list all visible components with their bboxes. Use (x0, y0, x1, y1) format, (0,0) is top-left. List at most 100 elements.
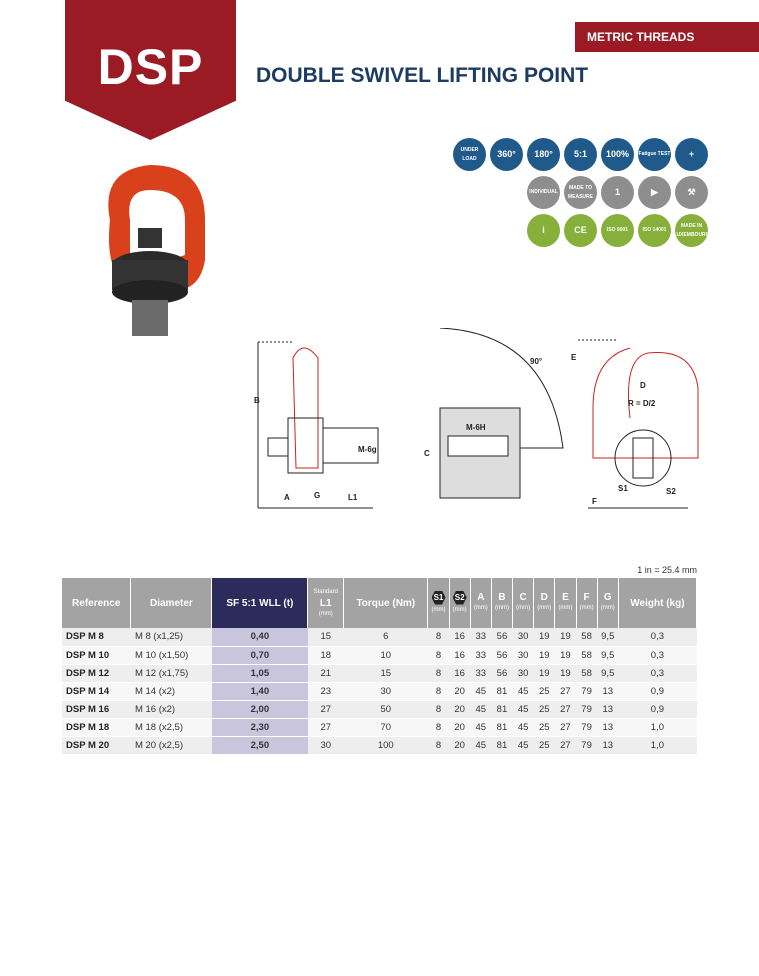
table-cell: 13 (597, 736, 619, 755)
header-label: E (562, 592, 569, 603)
table-cell: M 20 (x2,5) (130, 736, 212, 755)
table-cell: 79 (576, 700, 598, 719)
table-cell: 8 (427, 700, 450, 719)
dim-g-label: G (314, 491, 320, 500)
table-cell: DSP M 8 (62, 628, 131, 647)
table-cell: 9,5 (597, 664, 619, 683)
table-cell: 2,30 (211, 718, 308, 737)
table-cell: DSP M 14 (62, 681, 131, 701)
table-cell: M 10 (x1,50) (130, 646, 212, 665)
dim-c-label: C (424, 449, 430, 458)
table-cell: 19 (554, 664, 577, 683)
pivot-180-icon: 180° (527, 138, 560, 171)
table-cell: 1,0 (618, 736, 697, 755)
table-cell: 19 (554, 628, 577, 647)
header-label: Torque (Nm) (356, 597, 416, 609)
made-to-measure-icon: MADE TO MEASURE (564, 176, 597, 209)
product-code-pennant: DSP (65, 0, 236, 140)
column-header: Torque (Nm) (343, 578, 429, 628)
manual-icon: i (527, 214, 560, 247)
column-header: G(mm) (597, 578, 619, 628)
table-cell: 20 (449, 700, 471, 719)
table-cell: 30 (307, 736, 344, 755)
header-unit: (mm) (558, 605, 573, 611)
table-cell: 18 (307, 646, 344, 665)
table-cell: 33 (470, 664, 492, 683)
table-cell: 0,40 (211, 628, 308, 647)
table-cell: 81 (491, 736, 513, 755)
header-label: B (498, 592, 506, 603)
header-label: Diameter (150, 597, 193, 609)
table-cell: 81 (491, 718, 513, 737)
table-cell: 19 (533, 646, 555, 665)
table-cell: 8 (427, 718, 450, 737)
column-header: Reference (62, 578, 132, 628)
table-cell: 8 (427, 664, 450, 683)
table-cell: 33 (470, 628, 492, 647)
table-cell: 79 (576, 718, 598, 737)
table-cell: M 18 (x2,5) (130, 718, 212, 737)
table-cell: 30 (512, 646, 534, 665)
table-cell: 13 (597, 681, 619, 701)
unit-conversion-note: 1 in = 25.4 mm (637, 565, 697, 575)
table-cell: 79 (576, 681, 598, 701)
table-cell: 0,3 (618, 646, 697, 665)
table-cell: 25 (533, 681, 555, 701)
table-cell: 19 (533, 628, 555, 647)
column-header: A(mm) (470, 578, 492, 628)
dim-s2-label: S2 (666, 487, 676, 496)
fatigue-test-icon: Fatigue TEST (638, 138, 671, 171)
table-cell: 58 (576, 664, 598, 683)
dim-a-label: A (284, 493, 290, 502)
table-cell: 1,0 (618, 718, 697, 737)
table-cell: 13 (597, 718, 619, 737)
table-cell: M 8 (x1,25) (130, 628, 212, 647)
dim-b-label: B (254, 396, 260, 405)
header-unit: (mm) (318, 610, 333, 617)
table-cell: 45 (512, 681, 534, 701)
table-cell: 0,70 (211, 646, 308, 665)
table-cell: 58 (576, 628, 598, 647)
tool-icon: + (675, 138, 708, 171)
header-label: SF 5:1 WLL (t) (226, 597, 294, 609)
safety-factor-icon: 5:1 (564, 138, 597, 171)
table-cell: 15 (343, 664, 428, 683)
table-cell: 33 (470, 646, 492, 665)
table-cell: 30 (343, 681, 428, 701)
table-cell: 45 (512, 718, 534, 737)
table-cell: 27 (554, 718, 577, 737)
header-unit: (mm) (473, 605, 488, 611)
product-image (108, 165, 205, 336)
table-cell: 19 (554, 646, 577, 665)
made-in-luxembourg-icon: MADE IN LUXEMBOURG (673, 214, 710, 247)
table-cell: DSP M 18 (62, 718, 131, 737)
header-qualifier: Standard (313, 588, 338, 595)
table-cell: 20 (449, 718, 471, 737)
header-unit: (mm) (431, 606, 446, 613)
ce-icon: CE (564, 214, 597, 247)
table-cell: 79 (576, 736, 598, 755)
table-cell: 81 (491, 681, 513, 701)
table-cell: 10 (343, 646, 428, 665)
table-cell: 56 (491, 664, 513, 683)
table-cell: 23 (307, 681, 344, 701)
header-unit: (mm) (452, 606, 467, 613)
header-unit: (mm) (579, 605, 594, 611)
table-cell: 16 (449, 646, 471, 665)
table-cell: 2,50 (211, 736, 308, 755)
column-header: E (mm) (554, 578, 577, 628)
dim-f-label: F (592, 497, 597, 506)
unit-production-icon: 1 (601, 176, 634, 209)
table-cell: 2,00 (211, 700, 308, 719)
table-cell: 1,05 (211, 664, 308, 683)
table-cell: 9,5 (597, 628, 619, 647)
table-cell: 25 (533, 718, 555, 737)
table-cell: DSP M 12 (62, 664, 131, 683)
table-cell: 45 (512, 700, 534, 719)
table-cell: M 16 (x2) (130, 700, 212, 719)
dim-l1-label: L1 (348, 493, 358, 502)
header-label: S2 (452, 590, 467, 605)
